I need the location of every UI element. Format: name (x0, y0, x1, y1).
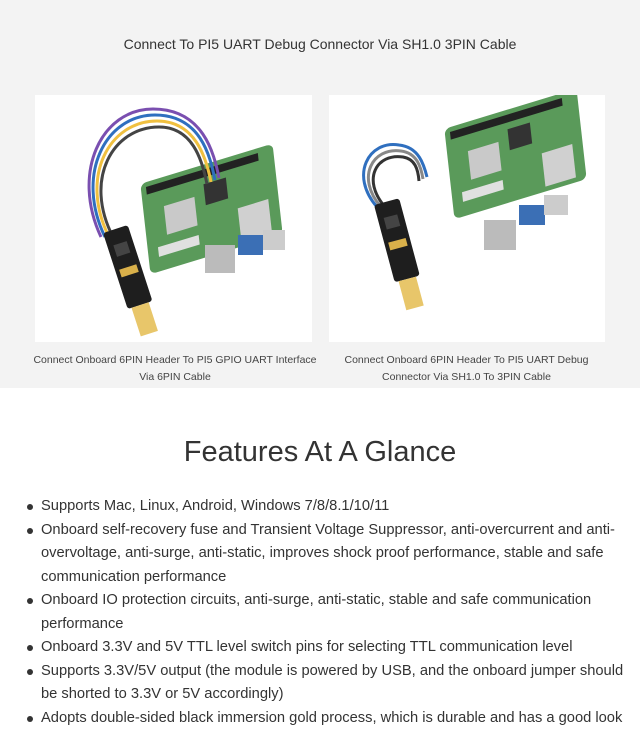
feature-item: Adopts double-sided black immersion gold… (24, 707, 624, 731)
feature-text: Adopts double-sided black immersion gold… (41, 709, 623, 726)
bullet-icon (27, 645, 33, 651)
feature-list: Supports Mac, Linux, Android, Windows 7/… (24, 495, 624, 730)
caption-line: Via 6PIN Cable (139, 371, 211, 383)
feature-item: Onboard self-recovery fuse and Transient… (24, 519, 624, 590)
panel-title: Connect To PI5 UART Debug Connector Via … (123, 36, 517, 52)
bullet-icon (27, 504, 33, 510)
image-caption-sh1: Connect Onboard 6PIN Header To PI5 UART … (324, 352, 609, 386)
feature-text: Supports 3.3V/5V output (the module is p… (41, 662, 624, 703)
bullet-icon (27, 668, 33, 675)
feature-item: Supports 3.3V/5V output (the module is p… (24, 660, 624, 707)
bullet-icon (27, 715, 33, 722)
caption-line: Connect Onboard 6PIN Header To PI5 UART … (344, 354, 589, 366)
feature-text: Onboard 3.3V and 5V TTL level switch pin… (41, 639, 573, 655)
feature-item: Onboard IO protection circuits, anti-sur… (24, 589, 624, 636)
product-photo-gpio-connection (35, 95, 312, 342)
product-image-panel: Connect To PI5 UART Debug Connector Via … (0, 0, 640, 388)
bullet-icon (27, 527, 33, 534)
caption-line: Connect Onboard 6PIN Header To PI5 GPIO … (33, 354, 317, 366)
feature-text: Onboard self-recovery fuse and Transient… (41, 521, 615, 585)
feature-item: Onboard 3.3V and 5V TTL level switch pin… (24, 636, 624, 660)
product-photo-sh1-connection (329, 95, 605, 342)
caption-line: Connector Via SH1.0 To 3PIN Cable (382, 371, 551, 383)
bullet-icon (27, 598, 33, 604)
feature-item: Supports Mac, Linux, Android, Windows 7/… (24, 495, 624, 519)
feature-text: Supports Mac, Linux, Android, Windows 7/… (41, 498, 390, 514)
image-caption-gpio: Connect Onboard 6PIN Header To PI5 GPIO … (25, 352, 325, 386)
feature-text: Onboard IO protection circuits, anti-sur… (41, 592, 592, 632)
features-heading: Features At A Glance (183, 436, 457, 468)
